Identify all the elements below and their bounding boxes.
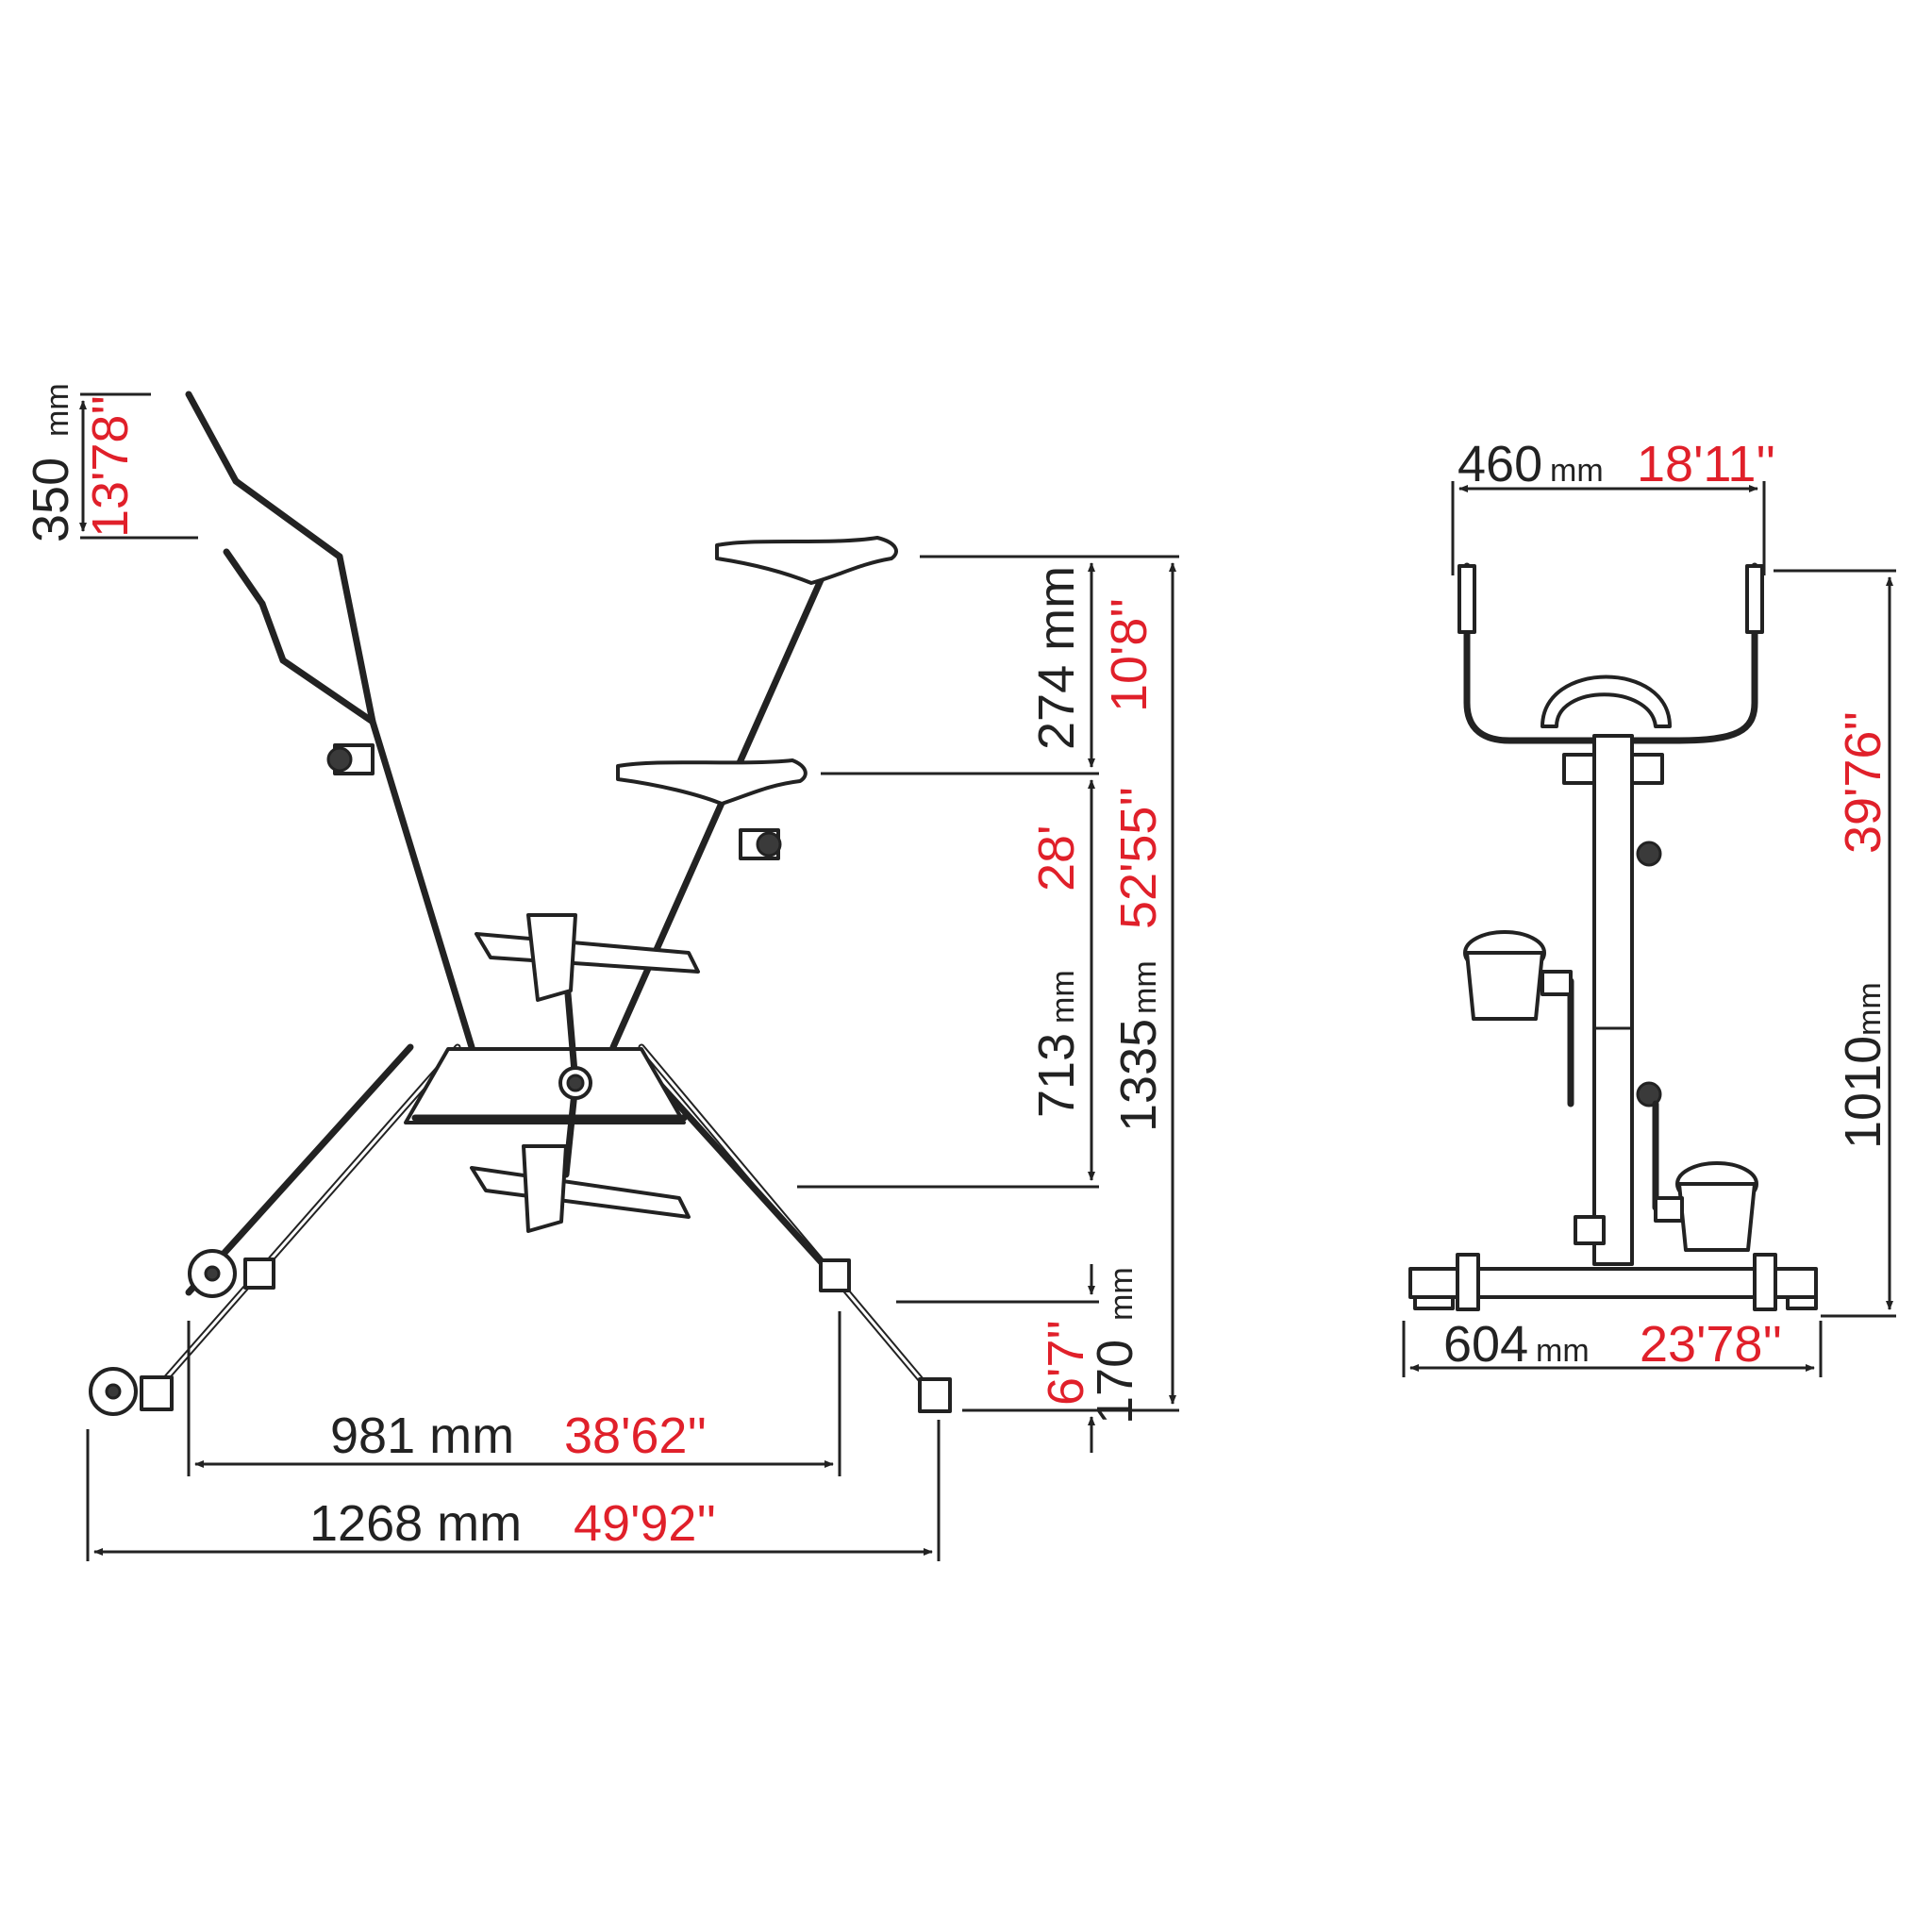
front-pedal-lower xyxy=(1654,1161,1758,1252)
inner-base-label: 981 mm 38'62'' xyxy=(330,1407,707,1464)
front-handlebar-width-label: 460 mm 18'11'' xyxy=(1457,436,1775,492)
handlebar-knob xyxy=(326,743,375,775)
handlebar-height-label: 350 mm 13'78'' xyxy=(23,383,139,542)
foot-height-unit: mm xyxy=(1104,1267,1140,1321)
handlebar-height-mm: 350 xyxy=(23,458,79,542)
foot-height-mm: 170 xyxy=(1087,1340,1143,1424)
total-height-inch: 52'55'' xyxy=(1110,787,1167,929)
front-handlebar xyxy=(1463,562,1758,744)
seat-adjust-mm: 274 mm xyxy=(1028,566,1085,750)
front-seat xyxy=(1541,675,1672,728)
side-view-bike xyxy=(89,391,952,1416)
front-handlebar-height-mm: 1010 xyxy=(1835,1036,1891,1149)
front-column xyxy=(1592,734,1634,1266)
foot-height-inch: 6'7'' xyxy=(1038,1320,1094,1406)
front-base-width-inch: 23'78'' xyxy=(1640,1316,1782,1373)
rear-leg xyxy=(142,1043,461,1405)
seat-adjust-label: 274 mm 10'8'' xyxy=(1028,566,1158,750)
rear-wheels xyxy=(89,1249,275,1416)
front-base-width-unit: mm xyxy=(1536,1333,1590,1369)
front-view-bike xyxy=(1408,562,1818,1311)
seat-to-pedal-label: 713 mm 28' xyxy=(1028,825,1085,1118)
total-height-mm: 1335 xyxy=(1110,1019,1167,1132)
front-pedal-upper xyxy=(1463,930,1573,1021)
front-view-dimensions: 460 mm 18'11'' 39'76'' 1010 mm 604 mm 23… xyxy=(1402,436,1896,1377)
front-base-width-label: 604 mm 23'78'' xyxy=(1443,1316,1782,1373)
inner-base-mm: 981 mm xyxy=(330,1407,514,1464)
seat-to-pedal-mm: 713 xyxy=(1028,1033,1085,1118)
total-height-label: 1335 mm 52'55'' xyxy=(1110,787,1167,1132)
seat-knob xyxy=(739,828,782,860)
seat-to-pedal-inch: 28' xyxy=(1028,825,1085,891)
front-handlebar-width-inch: 18'11'' xyxy=(1637,436,1775,492)
front-handlebar-width-unit: mm xyxy=(1550,453,1604,489)
handlebar-height-inch: 13'78'' xyxy=(82,395,139,538)
handlebar-post xyxy=(185,391,475,1051)
total-height-unit: mm xyxy=(1127,960,1163,1014)
front-leg xyxy=(638,1043,942,1405)
foot-height-label: 6'7'' 170 mm xyxy=(1038,1267,1143,1424)
seat-adjust-inch: 10'8'' xyxy=(1101,598,1158,712)
overall-length-inch: 49'92'' xyxy=(574,1495,716,1552)
front-base xyxy=(1408,1253,1818,1311)
overall-length-label: 1268 mm 49'92'' xyxy=(309,1495,716,1552)
front-handlebar-height-unit: mm xyxy=(1852,982,1888,1036)
overall-length-mm: 1268 mm xyxy=(309,1495,522,1552)
front-handlebar-height-inch: 39'76'' xyxy=(1835,711,1891,854)
crank-pedals xyxy=(470,913,700,1233)
seat-to-pedal-unit: mm xyxy=(1045,970,1081,1024)
seat-upper xyxy=(715,536,898,585)
seat-lower xyxy=(616,758,808,806)
inner-base-inch: 38'62'' xyxy=(564,1407,707,1464)
side-view-dimensions: 350 mm 13'78'' 274 mm 10'8'' 713 mm 28' … xyxy=(23,383,1179,1561)
front-handlebar-height-label: 39'76'' 1010 mm xyxy=(1835,711,1891,1149)
handlebar-height-unit: mm xyxy=(40,383,75,437)
front-handlebar-width-mm: 460 xyxy=(1457,436,1542,492)
frame-hub xyxy=(404,1047,686,1124)
front-feet xyxy=(819,1258,952,1413)
front-base-width-mm: 604 xyxy=(1443,1316,1528,1373)
